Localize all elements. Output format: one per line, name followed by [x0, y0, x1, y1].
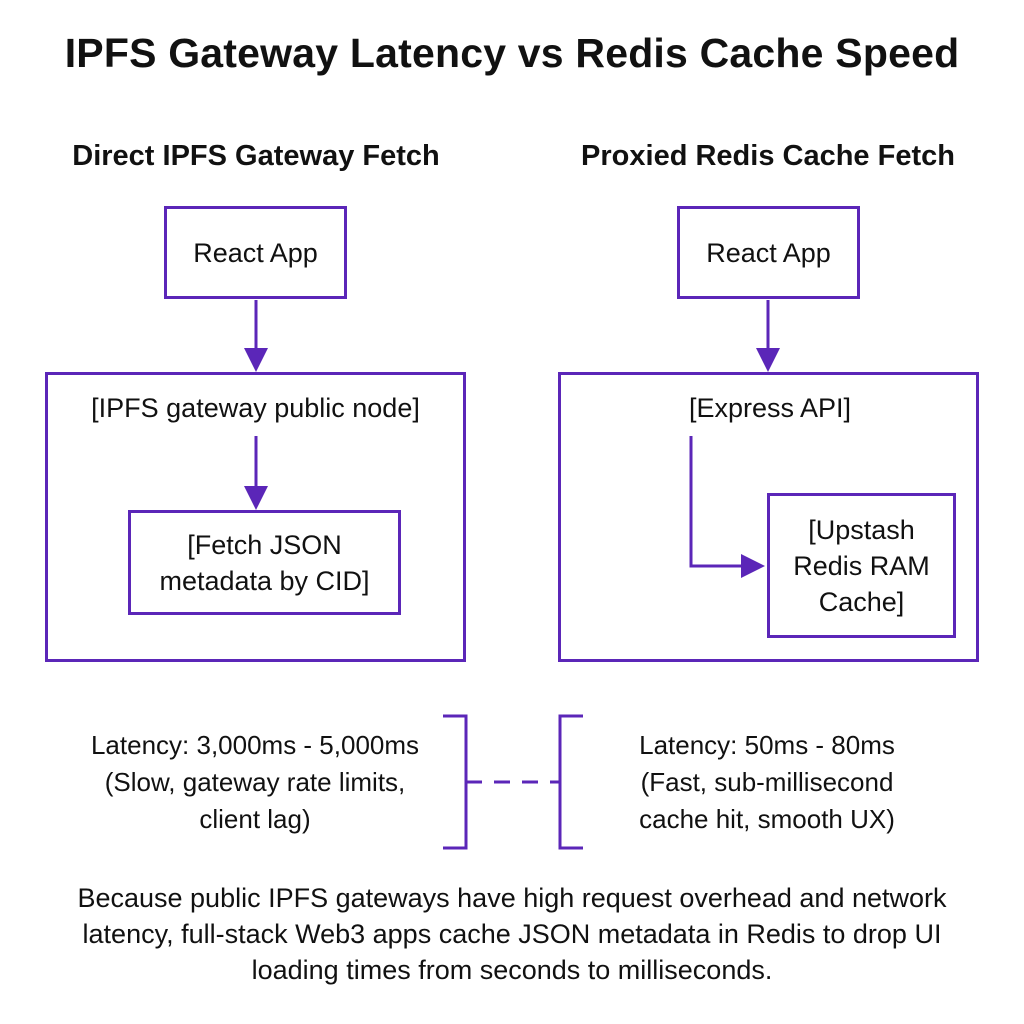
left-gateway-label: [IPFS gateway public node]: [91, 393, 420, 423]
footer-explanation: Because public IPFS gateways have high r…: [77, 883, 947, 985]
left-fetch-json-label: [Fetch JSON metadata by CID]: [159, 529, 370, 596]
left-column-heading: Direct IPFS Gateway Fetch: [72, 140, 440, 172]
left-react-app-label: React App: [193, 237, 318, 268]
right-column-heading: Proxied Redis Cache Fetch: [581, 140, 955, 172]
left-react-app-box: [164, 206, 347, 299]
right-redis-cache-label: [Upstash Redis RAM Cache]: [793, 514, 930, 617]
right-react-app-label: React App: [706, 237, 831, 268]
right-express-api-label: [Express API]: [688, 393, 852, 423]
right-react-app-box: [677, 206, 860, 299]
left-fetch-json-box: [128, 510, 401, 615]
diagram-title: IPFS Gateway Latency vs Redis Cache Spee…: [64, 30, 960, 76]
right-latency-text: Latency: 50ms - 80ms (Fast, sub-millisec…: [639, 730, 895, 834]
right-api-to-redis-arrow: [689, 436, 765, 578]
left-latency-text: Latency: 3,000ms - 5,000ms (Slow, gatewa…: [90, 730, 420, 834]
right-redis-cache-box: [767, 493, 956, 638]
